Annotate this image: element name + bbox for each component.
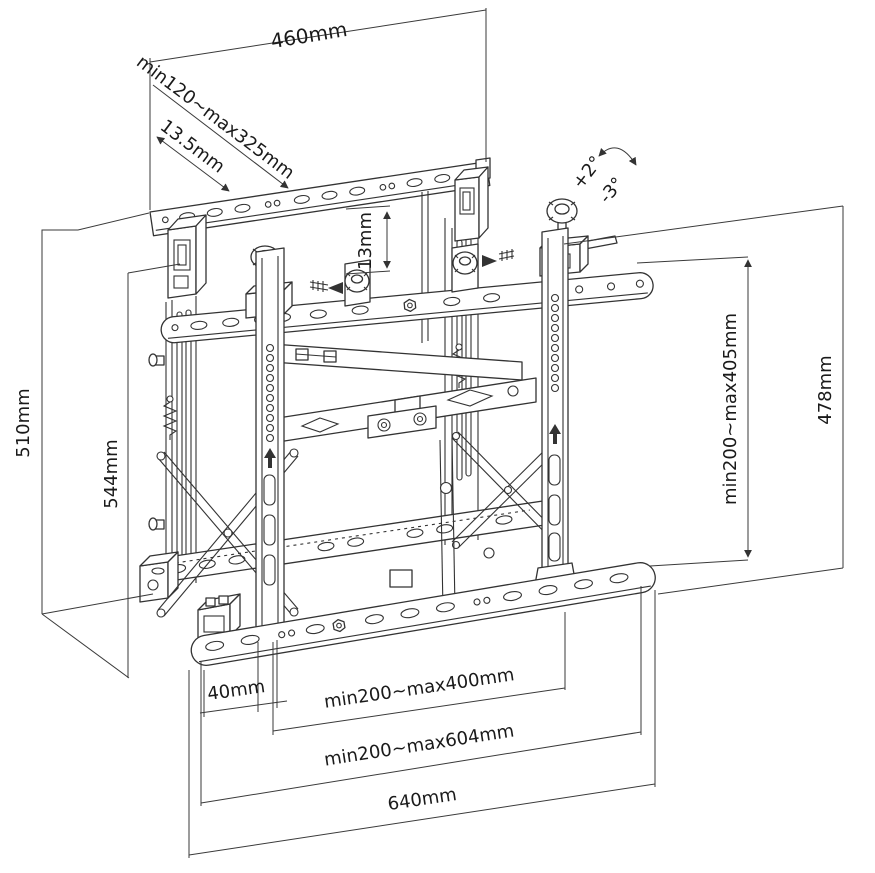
middle-rail: [160, 272, 654, 344]
dim-bracket-height: 544mm: [101, 263, 181, 678]
inner-crossbar-upper: [271, 343, 523, 381]
up-arrow-icon: [549, 424, 561, 444]
inner-crossbar-lower: [277, 377, 537, 443]
adjust-arrow-right-icon: [482, 255, 497, 267]
dim-column-height-label: 478mm: [815, 355, 836, 424]
dim-vesa-horizontal-label: min200~max400mm: [323, 664, 516, 713]
dim-hole-span-label: min200~max604mm: [323, 720, 516, 770]
dim-tilt-angle: +2° -3°: [568, 147, 637, 208]
thumbscrew-right: [451, 243, 515, 293]
adjust-arrow-left-icon: [328, 282, 343, 294]
dim-tilt-down-label: -3°: [595, 173, 628, 207]
dim-bracket-height-label: 544mm: [101, 439, 122, 508]
thumbscrew-center: [309, 259, 371, 307]
dim-rail-width-label: 640mm: [386, 784, 458, 815]
spring-left: [162, 395, 178, 440]
wall-bracket-left: [167, 214, 207, 299]
dim-top-width-label: 460mm: [269, 17, 349, 53]
up-arrow-icon: [264, 448, 276, 468]
dim-column-height: 478mm: [563, 205, 844, 595]
wall-plate-top-rail: [149, 161, 491, 237]
wall-plate-bottom-rail: [139, 500, 548, 603]
tv-bottom-rail: [190, 562, 656, 666]
tilt-arc-arrow-icon: [598, 147, 637, 166]
wall-bracket-right: [454, 157, 491, 242]
dim-wall-height-label: 510mm: [13, 388, 34, 457]
wall-upright-left: [148, 296, 197, 592]
dim-wall-height: 510mm: [13, 212, 154, 679]
dim-vesa-vertical: min200~max405mm: [636, 256, 752, 567]
dim-edge-offset-label: 40mm: [206, 676, 266, 705]
dim-rail-offset: 13mm: [345, 205, 391, 275]
tv-column-right: [533, 227, 577, 591]
dim-rail-offset-label: 13mm: [355, 212, 376, 270]
dim-vesa-vertical-label: min200~max405mm: [720, 313, 741, 505]
